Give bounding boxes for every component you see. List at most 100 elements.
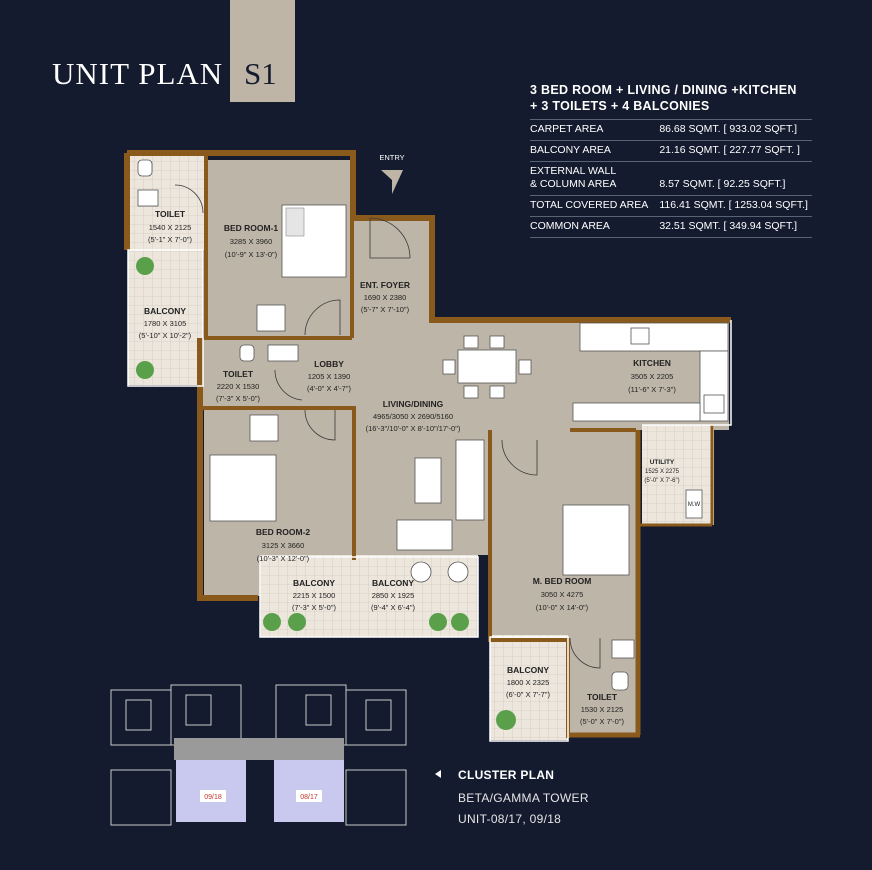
balcony-2-name: BALCONY [293, 578, 335, 588]
kitchen-dim-imperial: (11'-6" X 7'-3") [628, 385, 676, 394]
sofa-2 [396, 519, 453, 551]
foyer-floor [352, 218, 432, 328]
entry-label: ENTRY [379, 153, 404, 162]
plants [136, 257, 516, 730]
unit-configuration: 3 BED ROOM + LIVING / DINING +KITCHEN + … [530, 82, 797, 114]
toilet-1-dim-imperial: (5'-1" X 7'-0") [148, 235, 193, 244]
sofa [455, 439, 485, 521]
area-label: CARPET AREA [530, 119, 652, 141]
area-label: TOTAL COVERED AREA [530, 195, 652, 217]
master-bed-dim-imperial: (10'-0" X 14'-0") [536, 603, 589, 612]
area-value: 8.57 SQMT. [ 92.25 SQFT.] [651, 161, 812, 196]
entry-arrow-icon [381, 170, 403, 194]
cluster-corridor [174, 738, 344, 760]
master-bed [562, 504, 630, 576]
utility-name: UTILITY [650, 459, 675, 466]
area-label: EXTERNAL WALL& COLUMN AREA [530, 161, 652, 196]
cluster-pointer-icon [435, 770, 441, 778]
room-labels: TOILET 1540 X 2125 (5'-1" X 7'-0") BED R… [139, 209, 680, 726]
area-label: BALCONY AREA [530, 140, 652, 162]
walls [124, 150, 731, 738]
bed-1-dim: 3285 X 3960 [230, 237, 273, 246]
bed-2-name: BED ROOM-2 [256, 527, 311, 537]
balcony-4-dim-imperial: (6'-0" X 7'-7") [506, 690, 551, 699]
kitchen-counter [572, 322, 729, 422]
unit-code: S1 [244, 56, 277, 91]
bed-2 [209, 454, 277, 522]
lobby-dim-imperial: (4'-0" X 4'-7") [307, 384, 352, 393]
area-label-line1: EXTERNAL WALL [530, 165, 617, 177]
balcony-4-name: BALCONY [507, 665, 549, 675]
area-label: COMMON AREA [530, 216, 652, 238]
unit-tag-right-bg [296, 790, 322, 802]
light-walls [127, 249, 732, 742]
living-furniture [249, 304, 532, 583]
toilet-1-name: TOILET [155, 209, 186, 219]
cluster-unit-numbers: UNIT-08/17, 09/18 [458, 812, 562, 826]
area-row: BALCONY AREA 21.16 SQMT. [ 227.77 SQFT. … [530, 140, 812, 162]
master-bed-name: M. BED ROOM [533, 576, 592, 586]
area-table: CARPET AREA 86.68 SQMT. [ 933.02 SQFT.] … [530, 119, 812, 238]
living-dim: 4965/3050 X 2690/5160 [373, 412, 453, 421]
living-name: LIVING/DINING [383, 399, 444, 409]
balcony-2-dim-imperial: (7'-3" X 5'-0") [292, 603, 337, 612]
toilet-3-dim-imperial: (5'-0" X 7'-0") [580, 717, 625, 726]
area-value: 32.51 SQMT. [ 349.94 SQFT.] [651, 216, 812, 238]
lobby-dim: 1205 X 1390 [308, 372, 351, 381]
bed-2-dim-imperial: (10'-3" X 12'-0") [257, 554, 310, 563]
dining-table [457, 349, 517, 384]
foyer-dim: 1690 X 2380 [364, 293, 407, 302]
toilet-3-dim: 1530 X 2125 [581, 705, 624, 714]
unit-tag-left-bg [200, 790, 226, 802]
kitchen-dim: 3505 X 2205 [631, 372, 674, 381]
toilet-2-name: TOILET [223, 369, 254, 379]
area-row: CARPET AREA 86.68 SQMT. [ 933.02 SQFT.] [530, 119, 812, 141]
config-line-2: + 3 TOILETS + 4 BALCONIES [530, 99, 710, 113]
balcony-3-dim-imperial: (9'-4" X 6'-4") [371, 603, 416, 612]
toilet-2-dim-imperial: (7'-3" X 5'-0") [216, 394, 261, 403]
title-accent-tab [230, 0, 295, 102]
door-swings [174, 184, 601, 669]
area-row: TOTAL COVERED AREA 116.41 SQMT. [ 1253.0… [530, 195, 812, 217]
microwave-label: M.W [688, 502, 701, 508]
utility-dim-imperial: (5'-0" X 7'-6") [644, 478, 679, 484]
foyer-name: ENT. FOYER [360, 280, 410, 290]
page-title: UNIT PLAN [52, 56, 224, 91]
toilet-1-dim: 1540 X 2125 [149, 223, 192, 232]
unit-tag-right: 08/17 [300, 794, 318, 801]
balcony-1-dim: 1780 X 3105 [144, 319, 187, 328]
beds [209, 204, 630, 576]
area-label-line2: & COLUMN AREA [530, 178, 617, 190]
kitchen-name: KITCHEN [633, 358, 671, 368]
utility-floor [642, 425, 714, 525]
toilet-3-name: TOILET [587, 692, 618, 702]
balcony-1-name: BALCONY [144, 306, 186, 316]
area-value: 86.68 SQMT. [ 933.02 SQFT.] [651, 119, 812, 141]
area-row: COMMON AREA 32.51 SQMT. [ 349.94 SQFT.] [530, 216, 812, 238]
lobby-name: LOBBY [314, 359, 344, 369]
unit-tag-left: 09/18 [204, 794, 222, 801]
area-value: 21.16 SQMT. [ 227.77 SQFT. ] [651, 140, 812, 162]
cluster-plan-title: CLUSTER PLAN [458, 768, 555, 782]
balcony-2-dim: 2215 X 1500 [293, 591, 336, 600]
coffee-table [414, 457, 442, 504]
bed-1-dim-imperial: (10'-9" X 13'-0") [225, 250, 278, 259]
balcony-3-dim: 2850 X 1925 [372, 591, 415, 600]
balcony-1-dim-imperial: (5'-10" X 10'-2") [139, 331, 192, 340]
area-value: 116.41 SQMT. [ 1253.04 SQFT.] [651, 195, 812, 217]
toilet-fixtures [137, 159, 703, 691]
balcony-4-dim: 1800 X 2325 [507, 678, 550, 687]
utility-dim: 1525 X 2275 [645, 469, 680, 475]
cluster-tower-name: BETA/GAMMA TOWER [458, 791, 589, 805]
balcony-3-name: BALCONY [372, 578, 414, 588]
cluster-plan-map: 09/18 08/17 [110, 684, 407, 826]
living-dim-imperial: (16'-3"/10'-0" X 8'-10"/17'-0") [366, 424, 461, 433]
bed-1-name: BED ROOM-1 [224, 223, 279, 233]
master-bed-dim: 3050 X 4275 [541, 590, 584, 599]
config-line-1: 3 BED ROOM + LIVING / DINING +KITCHEN [530, 83, 797, 97]
toilet-2-dim: 2220 X 1530 [217, 382, 260, 391]
bed-2-dim: 3125 X 3660 [262, 541, 305, 550]
area-row: EXTERNAL WALL& COLUMN AREA 8.57 SQMT. [ … [530, 161, 812, 196]
foyer-dim-imperial: (5'-7" X 7'-10") [361, 305, 410, 314]
